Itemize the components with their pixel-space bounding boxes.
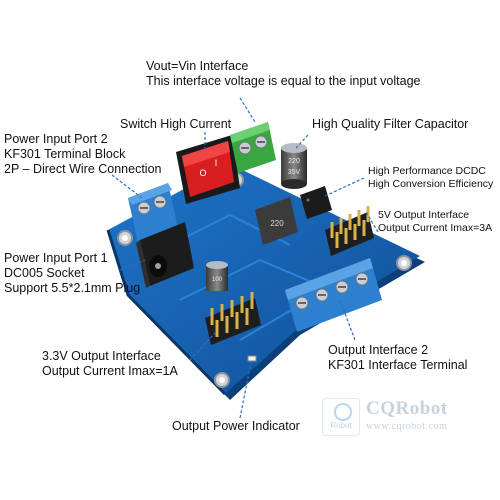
out-3v3-desc: Output Current Imax=1A [42, 364, 178, 378]
switch-title: Switch High Current [120, 117, 232, 131]
filter-capacitor: 220 35V [281, 143, 307, 189]
power-input-1-title: Power Input Port 1 [4, 251, 108, 265]
input-terminal-block [128, 183, 178, 243]
small-cap-value-label: 100 [212, 277, 223, 283]
out-3v3-annotation: 3.3V Output Interface Output Current Ima… [42, 349, 178, 379]
power-inductor: 220 [255, 197, 298, 245]
watermark-url: www.cqrobot.com [366, 421, 448, 432]
rocker-switch: O I [176, 135, 240, 204]
callout-lines [111, 97, 379, 419]
vout-terminal-block [230, 122, 276, 173]
power-indicator-led [247, 355, 257, 362]
watermark-logo-text: Robot [330, 421, 352, 430]
out-5v-desc: Output Current Imax=3A [378, 222, 493, 234]
switch-annotation: Switch High Current [120, 117, 231, 132]
dcdc-title: High Performance DCDC [368, 165, 486, 177]
output-2-title: Output Interface 2 [328, 343, 429, 357]
output-terminal-block [285, 258, 382, 332]
capacitor-annotation: High Quality Filter Capacitor [312, 117, 468, 132]
inductor-value-label: 220 [270, 219, 284, 228]
dcdc-desc: High Conversion Efficiency [368, 178, 494, 190]
vout-interface-desc: This interface voltage is equal to the i… [146, 74, 421, 88]
svg-text:I: I [215, 158, 218, 168]
watermark-logo: Robot [322, 398, 360, 436]
output-2-annotation: Output Interface 2 KF301 Interface Termi… [328, 343, 467, 373]
dcdc-annotation: High Performance DCDC High Conversion Ef… [368, 165, 493, 191]
capacitor-value-label: 220 [288, 158, 300, 165]
capacitor-voltage-label: 35V [288, 169, 301, 176]
power-input-1-annotation: Power Input Port 1 DC005 Socket Support … [4, 251, 140, 296]
watermark-brand: CQRobot [366, 398, 448, 419]
out-3v3-title: 3.3V Output Interface [42, 349, 161, 363]
svg-text:O: O [199, 168, 206, 178]
power-input-1-type: DC005 Socket [4, 266, 85, 280]
output-capacitor: 100 [206, 261, 228, 291]
header-5v [325, 206, 374, 256]
capacitor-title: High Quality Filter Capacitor [312, 117, 469, 131]
dcdc-chip [300, 186, 332, 219]
power-input-2-title: Power Input Port 2 [4, 132, 108, 146]
power-input-2-type: KF301 Terminal Block [4, 147, 126, 161]
output-2-desc: KF301 Interface Terminal [328, 358, 468, 372]
power-input-1-desc: Support 5.5*2.1mm Plug [4, 281, 141, 295]
vout-interface-title: Vout=Vin Interface [146, 59, 249, 73]
power-input-2-desc: 2P – Direct Wire Connection [4, 162, 162, 176]
dc-barrel-jack [136, 222, 194, 288]
out-5v-annotation: 5V Output Interface Output Current Imax=… [378, 209, 492, 235]
indicator-annotation: Output Power Indicator [172, 419, 300, 434]
indicator-title: Output Power Indicator [172, 419, 300, 433]
header-3v3 [205, 292, 261, 345]
vout-interface-annotation: Vout=Vin Interface This interface voltag… [146, 59, 420, 89]
out-5v-title: 5V Output Interface [378, 209, 470, 221]
robot-icon [334, 403, 352, 421]
watermark: Robot CQRobot www.cqrobot.com [322, 398, 488, 438]
power-input-2-annotation: Power Input Port 2 KF301 Terminal Block … [4, 132, 161, 177]
